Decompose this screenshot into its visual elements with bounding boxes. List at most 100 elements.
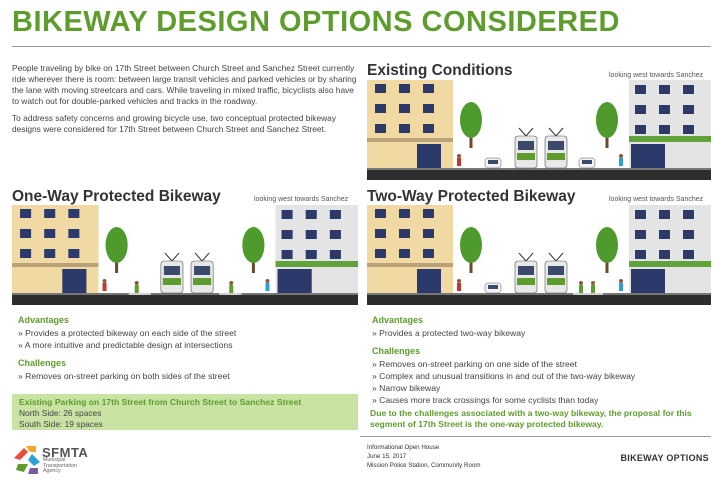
window-icon: [683, 210, 694, 219]
person-icon: [265, 279, 270, 283]
window-icon: [399, 84, 410, 93]
ledge: [367, 138, 453, 142]
person-icon: [619, 279, 623, 283]
window-icon: [305, 210, 317, 219]
awning: [629, 261, 711, 267]
one-way-challenges-heading: Challenges: [18, 358, 67, 368]
bike-lane-buffer: [573, 293, 603, 295]
pantograph: [518, 252, 527, 262]
window-icon: [20, 249, 32, 258]
two-way-challenges-heading: Challenges: [372, 346, 421, 356]
window-icon: [635, 85, 646, 94]
window-icon: [281, 250, 293, 259]
streetcar-icon: [160, 260, 184, 294]
bike-lane-buffer: [219, 293, 242, 295]
streetcar-icon: [544, 260, 568, 294]
event-name: Informational Open House: [367, 444, 440, 451]
tree-icon: [105, 227, 128, 263]
ledge: [12, 263, 99, 267]
window-icon: [399, 229, 410, 238]
person-icon: [457, 279, 461, 283]
storefront-window: [631, 144, 665, 168]
window-icon: [281, 210, 293, 219]
one-way-note: looking west towards Sanchez: [254, 196, 349, 203]
street-surface: [367, 170, 711, 180]
parking-north: North Side: 26 spaces: [19, 408, 102, 418]
list-item: » Provides a protected bikeway on each s…: [18, 328, 237, 338]
curb: [12, 293, 358, 295]
parking-south: South Side: 19 spaces: [19, 419, 103, 429]
window-icon: [635, 125, 646, 134]
tree-icon: [596, 227, 618, 263]
awning: [275, 261, 358, 267]
window-icon: [375, 209, 386, 218]
two-way-illustration: [367, 205, 711, 305]
person-icon: [457, 154, 461, 158]
one-way-details: Advantages » Provides a protected bikewa…: [18, 314, 236, 382]
window-icon: [329, 230, 341, 239]
tree-icon: [460, 227, 482, 263]
window-icon: [44, 249, 56, 258]
window-icon: [68, 229, 80, 238]
tree-icon: [596, 102, 618, 138]
title-divider: [12, 46, 711, 47]
event-date: June 15, 2017: [367, 453, 407, 460]
window-icon: [659, 105, 670, 114]
ledge: [367, 263, 453, 267]
window-icon: [635, 210, 646, 219]
one-way-title: One-Way Protected Bikeway: [12, 188, 221, 205]
window-icon: [375, 104, 386, 113]
window-icon: [659, 125, 670, 134]
window-icon: [683, 250, 694, 259]
window-icon: [423, 209, 434, 218]
person-icon: [134, 281, 139, 285]
streetcar-icon: [190, 260, 214, 294]
existing-conditions-illustration: [367, 80, 711, 180]
window-icon: [375, 249, 386, 258]
parking-heading: Existing Parking on 17th Street from Chu…: [19, 397, 302, 407]
event-location: Mission Police Station, Community Room: [367, 462, 481, 469]
existing-conditions-title: Existing Conditions: [367, 62, 513, 79]
two-way-title: Two-Way Protected Bikeway: [367, 188, 576, 205]
footer-divider: [360, 436, 711, 437]
window-icon: [659, 85, 670, 94]
streetcar-icon: [544, 135, 568, 169]
window-icon: [659, 230, 670, 239]
one-way-illustration: [12, 205, 358, 305]
list-item: » Narrow bikeway: [372, 383, 441, 393]
window-icon: [375, 229, 386, 238]
window-icon: [423, 124, 434, 133]
sfmta-logo-icon: [14, 446, 40, 474]
window-icon: [20, 209, 32, 218]
tree-icon: [242, 227, 265, 263]
street-surface: [367, 295, 711, 305]
window-icon: [68, 209, 80, 218]
person-icon: [229, 281, 234, 285]
window-icon: [399, 104, 410, 113]
logo-name: SFMTA: [42, 445, 89, 460]
pantograph: [548, 127, 557, 137]
window-icon: [683, 105, 694, 114]
window-icon: [305, 250, 317, 259]
list-item: » Removes on-street parking on both side…: [18, 371, 230, 381]
window-icon: [423, 229, 434, 238]
proposal-statement: Due to the challenges associated with a …: [370, 408, 692, 429]
page-title: BIKEWAY DESIGN OPTIONS CONSIDERED: [12, 6, 620, 38]
curb: [367, 168, 711, 170]
one-way-advantages-heading: Advantages: [18, 315, 70, 325]
streetcar-icon: [514, 135, 538, 169]
two-way-details: Advantages » Provides a protected two-wa…: [372, 314, 635, 406]
window-icon: [20, 229, 32, 238]
window-icon: [635, 230, 646, 239]
window-icon: [423, 104, 434, 113]
window-icon: [635, 105, 646, 114]
window-icon: [68, 249, 80, 258]
curb: [367, 293, 711, 295]
window-icon: [399, 209, 410, 218]
pantograph: [194, 252, 203, 262]
window-icon: [375, 124, 386, 133]
window-icon: [329, 210, 341, 219]
person-icon: [591, 281, 595, 285]
two-way-advantages-heading: Advantages: [372, 315, 424, 325]
window-icon: [329, 250, 341, 259]
